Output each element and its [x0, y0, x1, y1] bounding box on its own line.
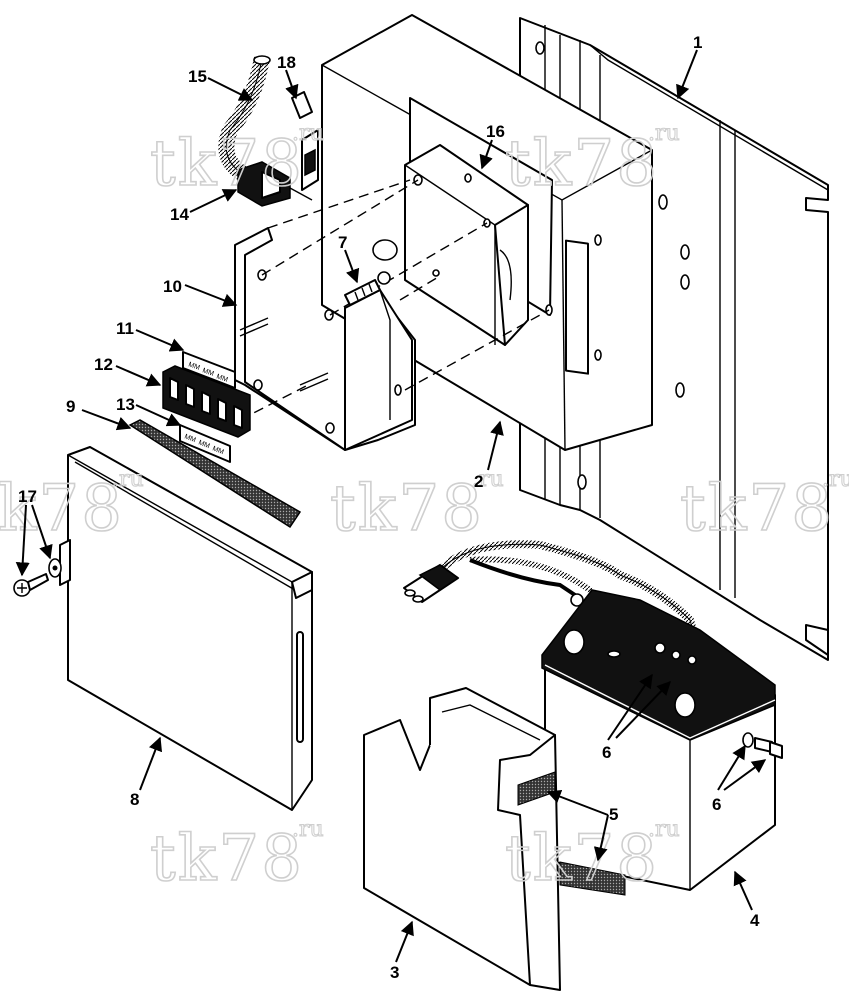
callout-15: 15: [188, 67, 207, 86]
watermark-text: tk78: [680, 472, 834, 546]
strip-11-label-c: MM: [215, 373, 229, 384]
callout-6-right: 6: [712, 795, 721, 814]
screw-and-washer-part-17: [13, 558, 62, 597]
callout-18: 18: [277, 53, 296, 72]
watermark-suffix: .ru: [472, 467, 504, 492]
callout-leaders: [15, 49, 767, 963]
watermark-text: tk78: [150, 127, 304, 201]
watermark-suffix: .ru: [112, 467, 144, 492]
foam-strip-part-9: [128, 419, 302, 529]
bolt-part-7: [344, 271, 391, 306]
callout-11: 11: [116, 319, 134, 338]
cable-gland-part-14: [237, 161, 313, 207]
front-bracket-part-10: [234, 179, 550, 451]
callout-9: 9: [66, 397, 75, 416]
watermark-text: tk78: [0, 472, 124, 546]
callout-labels: 1 2 3 4 5 6 6 6 7 8 9 10 11 12 13 14 15 …: [18, 33, 760, 982]
marker-strip-part-13: MM MM MM: [179, 424, 231, 463]
watermark-suffix: .ru: [648, 817, 680, 842]
callout-16: 16: [486, 122, 505, 141]
strip-13-label-c: MM: [211, 445, 225, 456]
callout-1: 1: [693, 33, 702, 52]
callout-8: 8: [130, 790, 139, 809]
inner-plate-part-16: [372, 144, 553, 346]
callout-12: 12: [94, 355, 113, 374]
callout-2: 2: [474, 472, 483, 491]
cover-part-8: [59, 446, 313, 811]
callout-4: 4: [750, 911, 760, 930]
strip-11-label-b: MM: [201, 367, 215, 378]
strip-13-label-a: MM: [183, 433, 197, 444]
watermark-suffix: .ru: [292, 121, 324, 146]
callout-7: 7: [338, 233, 347, 252]
watermark: tk78 .ru tk78 .ru tk78 .ru tk78 .ru tk78…: [0, 120, 849, 896]
cable-part-15: [218, 55, 271, 182]
watermark-suffix: .ru: [822, 467, 849, 492]
watermark-suffix: .ru: [648, 121, 680, 146]
callout-5: 5: [609, 805, 618, 824]
terminal-block-part-12: [162, 365, 251, 438]
callout-17: 17: [18, 487, 37, 506]
watermark-text: tk78: [150, 822, 304, 896]
watermark-text: tk78: [505, 822, 659, 896]
battery-part-4: [541, 589, 776, 891]
callout-13: 13: [116, 395, 135, 414]
bolt-and-washer-part-6: [742, 732, 783, 759]
callout-14: 14: [170, 205, 189, 224]
watermark-text: tk78: [330, 472, 484, 546]
battery-tray-part-3: [363, 687, 626, 991]
strip-13-label-b: MM: [197, 439, 211, 450]
callout-6-top: 6: [602, 743, 611, 762]
watermark-suffix: .ru: [292, 817, 324, 842]
callout-3: 3: [390, 963, 399, 982]
strip-11-label-a: MM: [187, 361, 201, 372]
callout-10: 10: [163, 277, 182, 296]
watermark-text: tk78: [505, 127, 659, 201]
marker-strip-part-11: MM MM MM: [182, 351, 236, 389]
